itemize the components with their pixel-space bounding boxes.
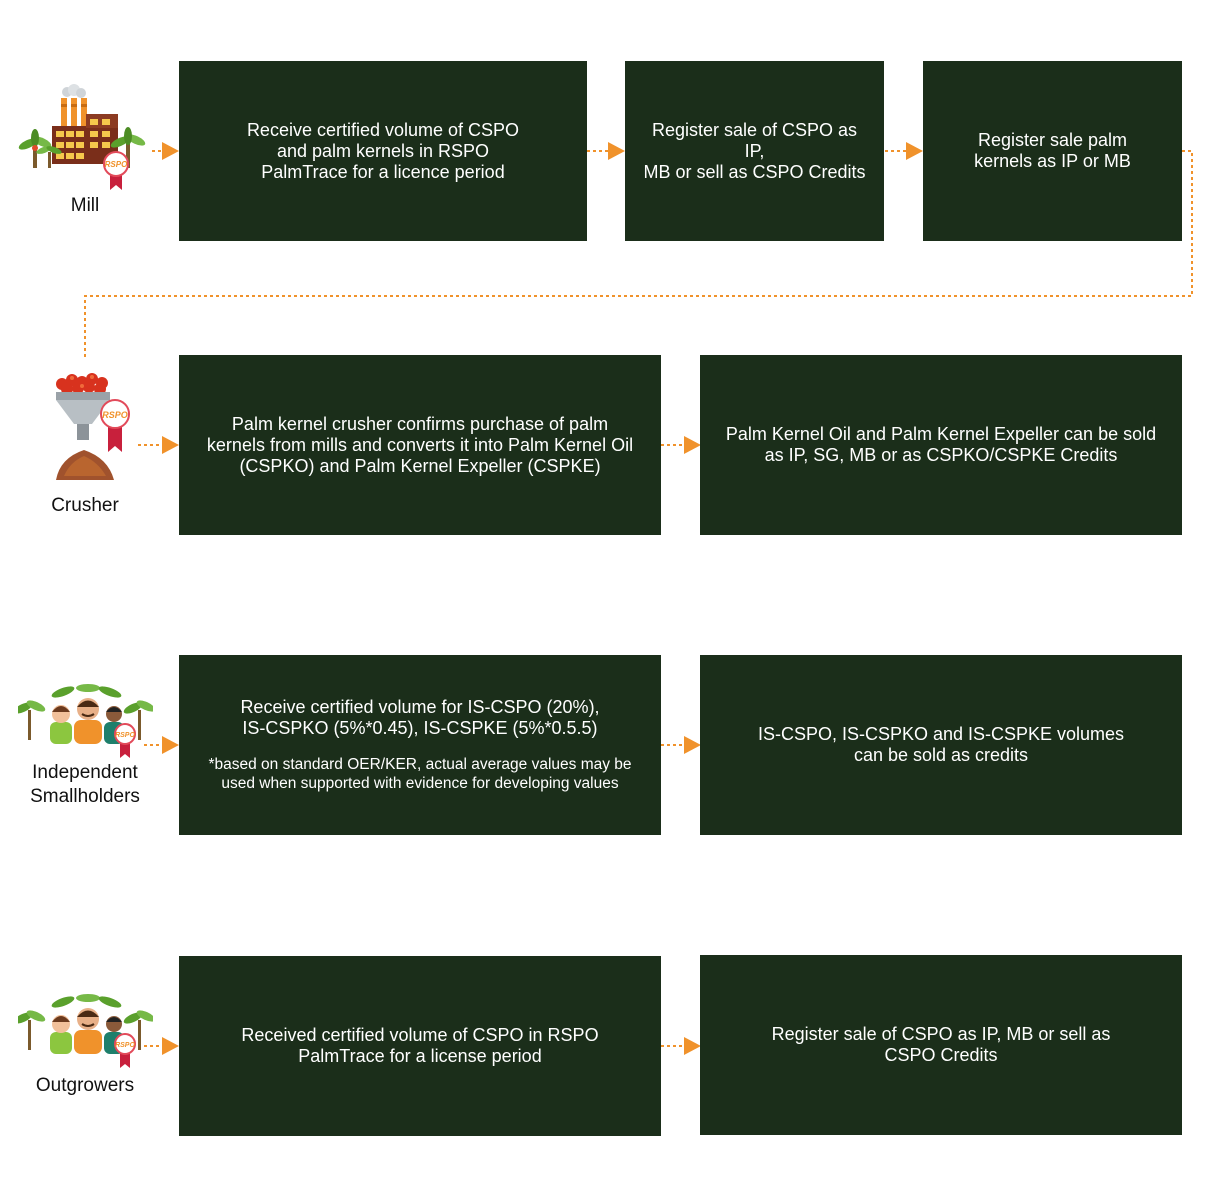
outgrowers-step-2-text: Register sale of CSPO as IP, MB or sell …	[771, 1024, 1111, 1065]
arrowhead	[684, 1037, 701, 1055]
rspo-badge-text: RSPO	[115, 732, 135, 739]
arrowhead	[162, 736, 179, 754]
independent-step-1-box: Receive certified volume for IS-CSPO (20…	[179, 655, 661, 835]
rspo-badge-text: RSPO	[105, 160, 128, 169]
rspo-badge-text: RSPO	[115, 1042, 135, 1049]
crusher-funnel-icon: RSPO	[56, 373, 130, 480]
arrowhead	[162, 1037, 179, 1055]
mill-factory-icon: RSPO	[18, 84, 146, 190]
connector-mill-to-crusher	[84, 150, 1193, 357]
mill-step-1-box: Receive certified volume of CSPO and pal…	[179, 61, 587, 241]
independent-step-1-text: Receive certified volume for IS-CSPO (20…	[240, 697, 600, 738]
mill-step-3-box: Register sale palm kernels as IP or MB	[923, 61, 1182, 241]
actor-label-independent-smallholders: Independent Smallholders	[30, 762, 140, 807]
crusher-step-1-text: Palm kernel crusher confirms purchase of…	[206, 413, 634, 476]
actor-label-crusher: Crusher	[51, 495, 119, 516]
mill-step-3-text: Register sale palm kernels as IP or MB	[974, 130, 1131, 171]
independent-step-2-text: IS-CSPO, IS-CSPKO and IS-CSPKE volumes c…	[757, 724, 1125, 765]
arrowhead	[162, 142, 179, 160]
actor-label-outgrowers: Outgrowers	[35, 1075, 135, 1096]
mill-step-2-text: Register sale of CSPO as IP, MB or sell …	[643, 119, 866, 182]
actor-label-mill: Mill	[70, 195, 100, 216]
smallholders-group-icon: RSPO	[18, 684, 153, 758]
arrowhead	[906, 142, 923, 160]
crusher-step-2-text: Palm Kernel Oil and Palm Kernel Expeller…	[725, 424, 1157, 465]
arrowhead	[684, 736, 701, 754]
mill-step-1-text: Receive certified volume of CSPO and pal…	[246, 119, 520, 182]
arrowhead	[608, 142, 625, 160]
independent-step-1-footnote: *based on standard OER/KER, actual avera…	[208, 756, 632, 792]
crusher-step-2-box: Palm Kernel Oil and Palm Kernel Expeller…	[700, 355, 1182, 535]
arrowhead	[684, 436, 701, 454]
outgrowers-group-icon: RSPO	[18, 994, 153, 1068]
independent-step-2-box: IS-CSPO, IS-CSPKO and IS-CSPKE volumes c…	[700, 655, 1182, 835]
arrowhead	[162, 436, 179, 454]
crusher-step-1-box: Palm kernel crusher confirms purchase of…	[179, 355, 661, 535]
mill-step-2-box: Register sale of CSPO as IP, MB or sell …	[625, 61, 884, 241]
rspo-badge-text: RSPO	[102, 410, 128, 420]
outgrowers-step-1-text: Received certified volume of CSPO in RSP…	[241, 1025, 599, 1066]
outgrowers-step-1-box: Received certified volume of CSPO in RSP…	[179, 956, 661, 1136]
outgrowers-step-2-box: Register sale of CSPO as IP, MB or sell …	[700, 955, 1182, 1135]
